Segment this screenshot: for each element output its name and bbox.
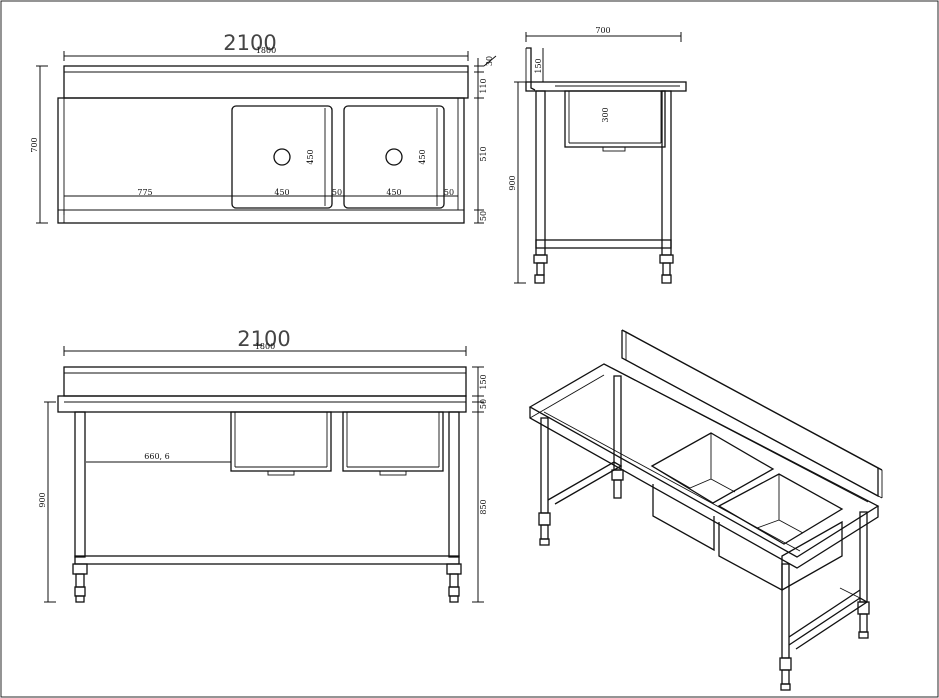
- drainboard-label: 775: [137, 188, 152, 197]
- front-overall-length-label: 2100: [237, 327, 290, 351]
- side-splashback-label: 150: [534, 58, 543, 73]
- front-inner-length-label: 1800: [255, 342, 275, 351]
- front-splashback-label: 150: [479, 374, 488, 389]
- bowl-1-outline: [231, 105, 333, 209]
- bowl1-width-label: 450: [274, 188, 289, 197]
- front-bowl-1: [230, 411, 332, 472]
- end-gap-label: 50: [444, 188, 454, 197]
- iso-bowl-1-opening: [650, 432, 775, 504]
- bowl-zone-label: 510: [479, 146, 488, 161]
- front-top-thickness-label: 50: [479, 399, 488, 409]
- side-depth-label: 700: [595, 26, 610, 35]
- side-view: 700 150 300 900: [508, 26, 687, 284]
- top-view: 2100 1800 775 450 50 450 50 450 450 700: [30, 31, 497, 224]
- bowl-2-outline: [343, 105, 445, 209]
- top-overall-length-label: 2100: [223, 31, 276, 55]
- bowl1-depth-label: 450: [306, 149, 315, 164]
- gap-label: 50: [332, 188, 342, 197]
- side-height-label: 900: [508, 175, 517, 190]
- iso-worktop: [528, 363, 880, 558]
- front-height-label: 900: [38, 492, 47, 507]
- front-leg-height-label: 850: [479, 499, 488, 514]
- drain-hole-1: [273, 148, 291, 166]
- drain-hole-2: [385, 148, 403, 166]
- front-view: 2100 1800 660, 6 9: [38, 327, 488, 603]
- top-depth-label: 700: [30, 137, 39, 152]
- top-inner-length-label: 1800: [256, 46, 276, 55]
- front-bowl-offset-label: 660, 6: [144, 452, 169, 461]
- isometric-view: [528, 329, 883, 691]
- side-bowl-height-label: 300: [601, 107, 610, 122]
- upstand-label: 110: [479, 78, 488, 93]
- iso-bowl-2-opening: [717, 473, 844, 545]
- bowl2-depth-label: 450: [418, 149, 427, 164]
- upstand-top-label: 30: [485, 56, 494, 66]
- side-bowl: [564, 90, 666, 148]
- front-edge-label: 50: [479, 211, 488, 221]
- bowl2-width-label: 450: [386, 188, 401, 197]
- front-bowl-2: [342, 411, 444, 472]
